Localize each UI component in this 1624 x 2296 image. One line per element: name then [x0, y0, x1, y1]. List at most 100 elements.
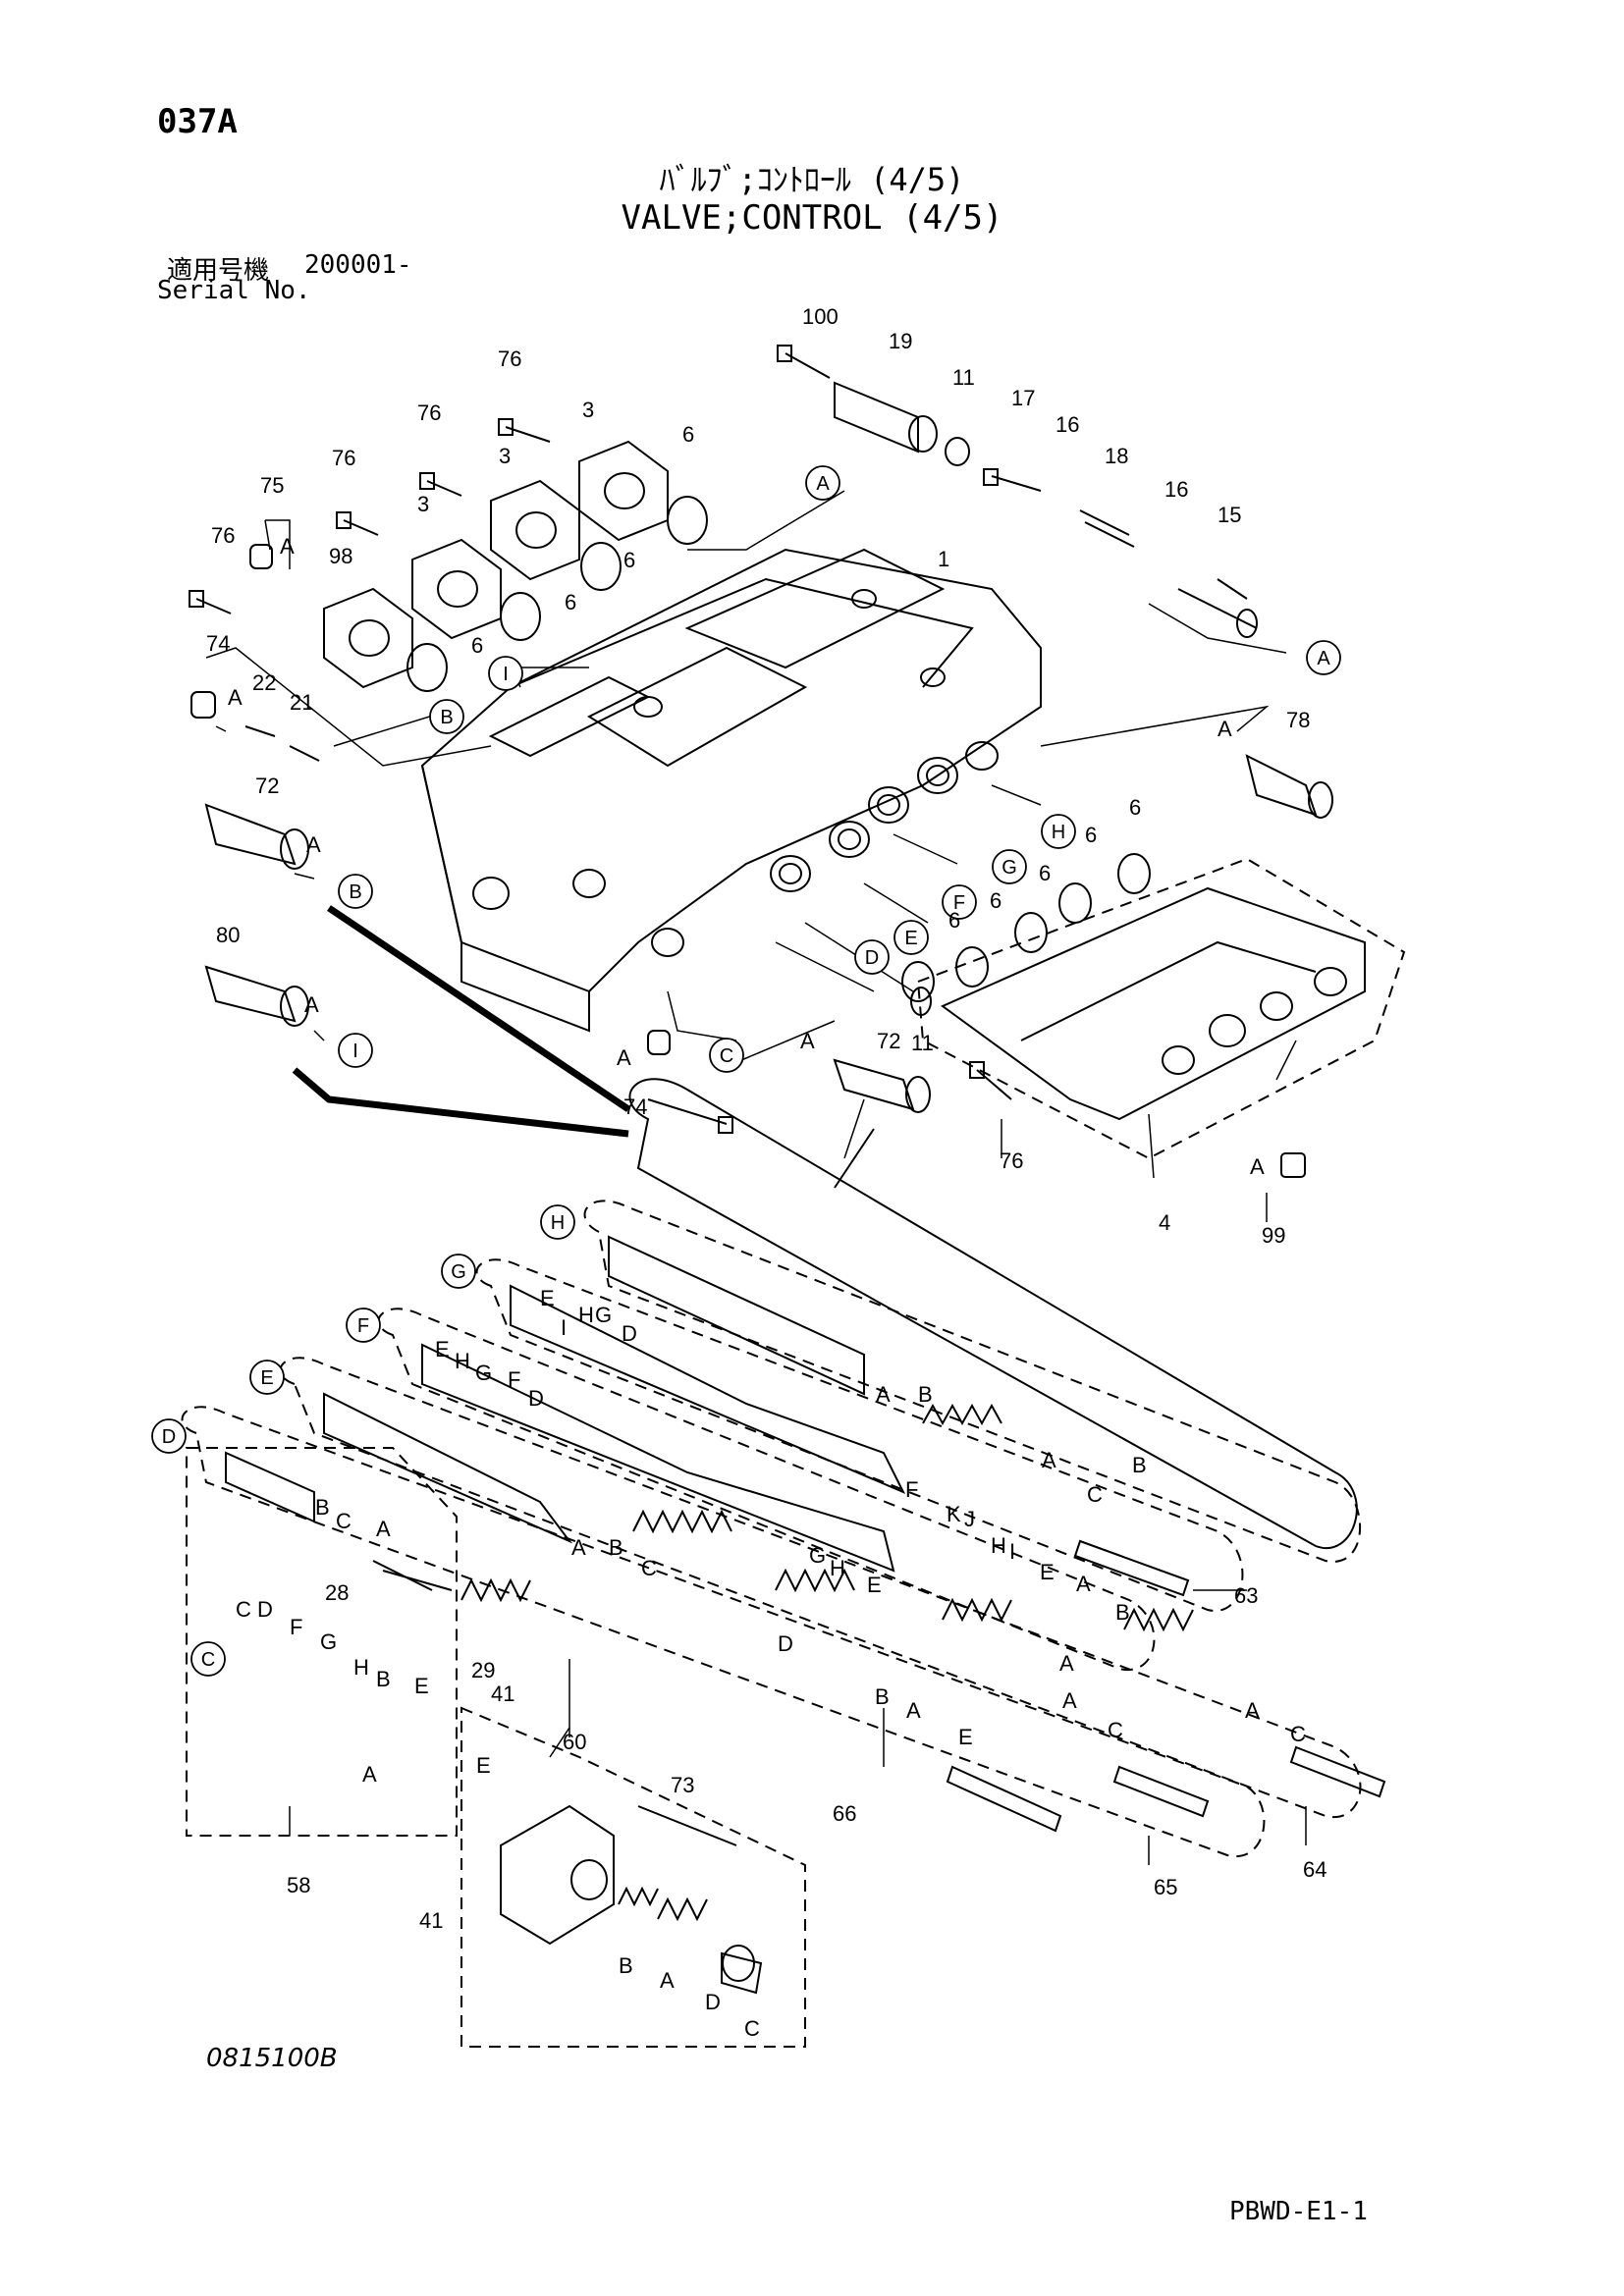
part-label: 3: [582, 398, 594, 422]
part-label: 6: [948, 908, 960, 933]
callout-letter: C: [201, 1649, 215, 1671]
part-label: H: [353, 1655, 369, 1680]
part-label: 76: [332, 446, 355, 470]
callout-letter: H: [1052, 822, 1065, 843]
part-label: A: [876, 1382, 891, 1407]
manifold-block: [941, 886, 1366, 1121]
part-label: A: [617, 1045, 631, 1070]
callout-letter: G: [1001, 857, 1017, 879]
group-outlines: [186, 857, 1406, 2048]
circle-callout: I: [488, 656, 523, 691]
part-label: B: [376, 1667, 391, 1691]
callout-circle: [346, 1308, 381, 1343]
part-label: 99: [1262, 1223, 1285, 1248]
part-label: A: [376, 1517, 391, 1541]
part-label: 74: [206, 631, 230, 656]
part-label: F: [508, 1367, 520, 1392]
part-label: 98: [329, 544, 352, 568]
callout-circle: [151, 1418, 187, 1454]
part-label: E: [435, 1337, 450, 1362]
relief-cylinder-parts: [834, 381, 1258, 638]
part-label: 72: [877, 1029, 900, 1053]
part-label: 65: [1154, 1875, 1177, 1899]
part-label: A: [280, 534, 295, 559]
part-label: A: [362, 1762, 377, 1787]
part-label: E: [867, 1573, 882, 1597]
part-label: A: [571, 1535, 586, 1560]
part-label: B: [315, 1495, 330, 1520]
serial-label-english: Serial No.: [157, 276, 311, 305]
part-label: 100: [802, 304, 839, 329]
part-label: G: [809, 1543, 826, 1568]
part-label: 75: [260, 473, 284, 498]
part-label: F: [290, 1615, 302, 1639]
part-label: 11: [911, 1031, 934, 1055]
part-label: H: [455, 1349, 470, 1373]
callout-circle: [709, 1038, 744, 1073]
part-label: E: [958, 1725, 973, 1749]
part-label: 3: [417, 492, 429, 516]
part-label: 6: [1129, 795, 1141, 820]
part-label: E: [1040, 1560, 1055, 1584]
part-label: C: [641, 1556, 657, 1580]
callout-letter: F: [357, 1315, 369, 1337]
part-label: 6: [565, 590, 576, 614]
part-label: I: [561, 1315, 567, 1340]
callout-circle: [854, 939, 890, 975]
part-label: 41: [419, 1908, 443, 1933]
part-label: D: [257, 1597, 273, 1622]
part-label: E: [414, 1674, 429, 1698]
part-label: 15: [1218, 503, 1241, 527]
spools: [225, 1235, 906, 1591]
callout-letter: C: [720, 1045, 733, 1067]
callout-letter: A: [1317, 648, 1330, 669]
part-label: G: [475, 1361, 492, 1385]
circle-callout: G: [441, 1254, 476, 1289]
callout-circle: [249, 1360, 285, 1395]
circle-callout: C: [709, 1038, 744, 1073]
part-label: 78: [1286, 708, 1310, 732]
part-label: B: [918, 1382, 933, 1407]
callout-circle: [942, 884, 977, 920]
part-label: D: [528, 1386, 544, 1411]
serial-label-japanese: 適用号機: [167, 256, 270, 286]
part-label: 6: [471, 633, 483, 658]
diagram-artwork: [181, 345, 1406, 2048]
part-label: C: [744, 2016, 760, 2041]
leader-lines: [205, 490, 1307, 1865]
part-label: I: [1009, 1539, 1015, 1564]
part-label: A: [1245, 1698, 1260, 1723]
spool-group-outlines: [181, 1200, 1362, 1858]
part-label: 74: [623, 1095, 647, 1119]
part-label: 29: [471, 1658, 495, 1682]
circle-callout: H: [1041, 814, 1076, 849]
valve-body: [420, 548, 1042, 1033]
callout-letter: D: [865, 947, 879, 969]
serial-number: 200001-: [304, 250, 412, 280]
part-label: 1: [938, 547, 949, 571]
part-label: F: [905, 1477, 918, 1502]
part-label: A: [1076, 1572, 1091, 1596]
callout-circle: [805, 465, 840, 501]
circle-callout: B: [429, 699, 464, 734]
page-code: PBWD-E1-1: [1229, 2197, 1368, 2226]
part-label: A: [1042, 1448, 1056, 1472]
title-english: VALVE;CONTROL (4/5): [621, 198, 1003, 238]
bolts: [189, 345, 1042, 1134]
part-label: 72: [255, 774, 279, 798]
part-label: 3: [499, 444, 511, 468]
part-label: B: [1115, 1600, 1130, 1625]
circle-callout: E: [249, 1360, 285, 1395]
callout-letter: E: [904, 928, 917, 949]
callout-letter: G: [451, 1261, 466, 1283]
part-label: A: [906, 1698, 921, 1723]
part-label: 76: [211, 523, 235, 548]
part-label: A: [1062, 1688, 1077, 1713]
part-label: C: [1290, 1722, 1306, 1746]
part-label: 16: [1056, 412, 1079, 437]
part-label: E: [540, 1286, 555, 1310]
callout-letter: B: [349, 881, 361, 903]
part-label: C: [1087, 1482, 1103, 1507]
circle-callout: C: [190, 1641, 226, 1677]
part-label: 60: [563, 1730, 586, 1754]
